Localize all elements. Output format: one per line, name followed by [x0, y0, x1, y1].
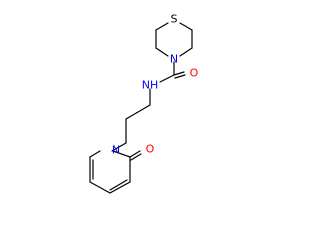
atom-labels: S N O NH N O — [112, 13, 199, 157]
bond — [179, 47, 193, 57]
bond — [129, 150, 141, 158]
bond — [174, 74, 186, 79]
atom-label-n: N — [170, 53, 178, 66]
bond — [111, 142, 127, 152]
bond — [173, 71, 185, 76]
bond — [155, 22, 169, 31]
atom-label-nh: NH — [142, 79, 159, 92]
bond — [109, 179, 128, 191]
bond — [179, 22, 193, 31]
bond — [125, 104, 151, 120]
atom-label-o: O — [190, 67, 199, 80]
bond — [109, 181, 131, 194]
bonds — [89, 22, 193, 194]
bond — [89, 150, 101, 158]
atom-label-s: S — [171, 13, 178, 26]
molecule-structure: S N O NH N O — [89, 13, 199, 194]
atom-label-o: O — [146, 143, 155, 156]
atom-label-n: N — [112, 144, 120, 157]
bond — [112, 150, 131, 158]
bond — [130, 153, 142, 161]
bond — [155, 47, 169, 57]
bond — [159, 74, 175, 83]
bond — [89, 181, 111, 194]
